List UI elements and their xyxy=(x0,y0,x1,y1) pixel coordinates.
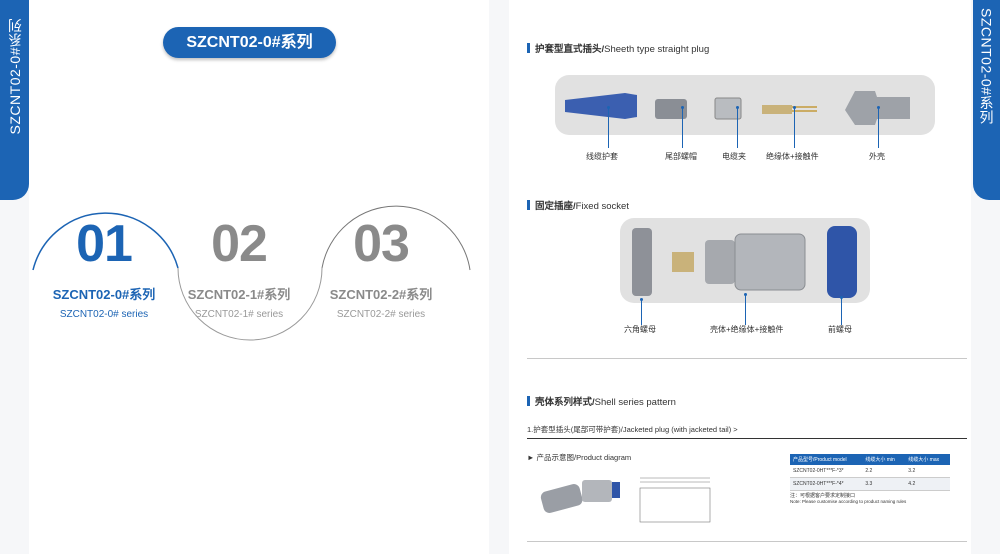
section-cn: 壳体系列样式/ xyxy=(535,397,595,408)
table-cell: 3.2 xyxy=(905,465,950,478)
table-row: SZCNT02-0HT***F-*4* 3.3 4.2 xyxy=(790,477,950,491)
section-heading-plug: 护套型直式插头/Sheeth type straight plug xyxy=(527,41,709,55)
section-heading-shell-series: 壳体系列样式/Shell series pattern xyxy=(527,394,676,408)
part-label-insulator: 绝缘体+接触件 xyxy=(766,152,819,161)
part-label-shell: 外壳 xyxy=(869,152,885,161)
arc-02 xyxy=(177,267,323,341)
series-02-en: SZCNT02-1# series xyxy=(194,309,284,320)
socket-body-shape xyxy=(734,233,806,291)
bottom-divider xyxy=(527,541,967,542)
series-01-number: 01 xyxy=(76,215,133,273)
part-label-front-nut: 前螺母 xyxy=(828,325,852,334)
product-diagram-illustration xyxy=(540,477,711,523)
subsection-divider xyxy=(527,438,967,439)
front-nut-shape xyxy=(827,226,857,298)
left-page xyxy=(29,0,489,554)
section-en: Sheeth type straight plug xyxy=(604,44,710,55)
section-heading-socket: 固定插座/Fixed socket xyxy=(527,198,629,212)
table-note: 注：可根据客户要求定制接口 xyxy=(790,493,856,499)
series-01[interactable]: 01 SZCNT02-0#系列 SZCNT02-0# series xyxy=(34,218,174,320)
part-label-tail-nut: 尾部螺帽 xyxy=(665,152,697,161)
table-cell: 2.2 xyxy=(862,465,906,478)
section-bar xyxy=(527,43,530,53)
product-diagram-label: ► 产品示意图/Product diagram xyxy=(527,453,632,462)
series-01-cn: SZCNT02-0#系列 xyxy=(52,287,156,302)
subsection-jacketed-plug[interactable]: 1.护套型插头(尾部可带护套)/Jacketed plug (with jack… xyxy=(527,425,738,434)
table-header-max: 线缆大小 max xyxy=(905,454,950,465)
section-bar xyxy=(527,200,530,210)
series-01-en: SZCNT02-0# series xyxy=(59,309,149,320)
series-03-en: SZCNT02-2# series xyxy=(336,309,426,320)
series-02-number: 02 xyxy=(211,215,268,273)
part-label-sheath: 线缆护套 xyxy=(586,152,618,161)
table-cell: SZCNT02-0HT***F-*3* xyxy=(790,465,863,478)
part-label-socket-body: 壳体+绝缘体+接触件 xyxy=(710,325,784,334)
cable-sheath-shape xyxy=(565,93,637,119)
hex-nut-shape xyxy=(632,228,652,296)
cable-clamp-shape xyxy=(714,97,742,120)
side-tab-right-label: SZCNT02-0#系列 xyxy=(978,8,995,125)
table-cell: 3.3 xyxy=(862,477,906,491)
table-cell: SZCNT02-0HT***F-*4* xyxy=(790,477,863,491)
socket-parts-illustration xyxy=(632,226,857,298)
series-circles xyxy=(32,205,471,341)
part-label-hex-nut: 六角螺母 xyxy=(624,325,656,334)
section-en: Fixed socket xyxy=(575,201,629,212)
section-cn: 固定插座/ xyxy=(535,201,576,212)
table-header-min: 线缆大小 min xyxy=(862,454,906,465)
page-title: SZCNT02-0#系列 xyxy=(163,27,336,58)
series-02[interactable]: 02 SZCNT02-1#系列 SZCNT02-1# series xyxy=(169,218,309,320)
series-03-number: 03 xyxy=(353,215,410,273)
part-label-clamp: 电缆夹 xyxy=(722,152,746,161)
series-02-cn: SZCNT02-1#系列 xyxy=(187,287,291,302)
section-cn: 护套型直式插头/ xyxy=(535,44,605,55)
spec-table: 产品型号/Product model 线缆大小 min 线缆大小 max SZC… xyxy=(790,454,950,491)
table-cell: 4.2 xyxy=(905,477,950,491)
table-header-model: 产品型号/Product model xyxy=(790,454,863,465)
insulator-shape xyxy=(762,105,792,114)
tail-nut-shape xyxy=(655,99,687,119)
arc-03 xyxy=(321,205,471,271)
side-tab-right[interactable]: SZCNT02-0#系列 xyxy=(973,0,1000,200)
section-en: Shell series pattern xyxy=(594,397,676,408)
series-03-cn: SZCNT02-2#系列 xyxy=(329,287,433,302)
side-tab-left[interactable]: SZCNT02-0#系列 xyxy=(0,0,29,200)
section-bar xyxy=(527,396,530,406)
socket-shell-shape xyxy=(705,240,735,284)
table-row: SZCNT02-0HT***F-*3* 2.2 3.2 xyxy=(790,465,950,478)
arc-01 xyxy=(32,212,179,271)
divider xyxy=(527,358,967,359)
series-03[interactable]: 03 SZCNT02-2#系列 SZCNT02-2# series xyxy=(311,218,451,320)
table-note-en: Note: Please customise according to prod… xyxy=(790,499,907,504)
